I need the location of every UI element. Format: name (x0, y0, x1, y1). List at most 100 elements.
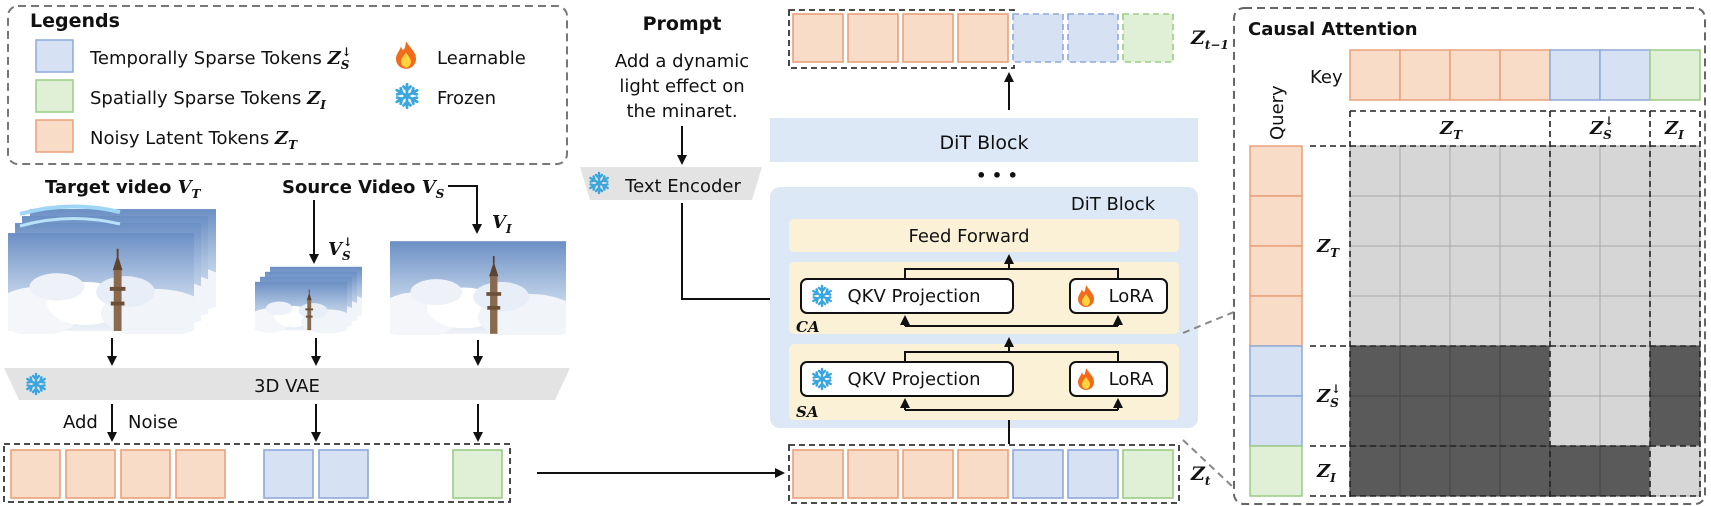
token-noisy (120, 449, 171, 499)
attention-cell (1349, 195, 1401, 247)
attention-frame (1233, 7, 1706, 505)
dit-stack: Zt−1 DiT Block • • • DiT Block Feed Forw… (770, 9, 1229, 504)
vs-down-label: VS↓ (328, 235, 353, 263)
attention-cell (1599, 195, 1651, 247)
attention-cell (1649, 395, 1701, 447)
attention-cell (1599, 245, 1651, 297)
token-temporal (1067, 13, 1119, 63)
legend-label-spatial: Spatially Sparse Tokens ZI (90, 88, 326, 112)
dit-block-main-label: DiT Block (1071, 194, 1156, 215)
token-temporal (318, 449, 369, 499)
token-noisy (175, 449, 226, 499)
query-token-temporal (1249, 345, 1303, 397)
input-token-sequence (3, 443, 511, 503)
qkv-ca-label: QKV Projection (847, 286, 980, 307)
key-token-temporal (1549, 49, 1601, 101)
attention-title: Causal Attention (1248, 19, 1418, 40)
ca-label: CA (796, 318, 820, 336)
attention-cell (1399, 445, 1451, 497)
text-encoder-label: Text Encoder (624, 176, 741, 197)
qkv-projection-sa (800, 361, 1014, 397)
attention-cell (1449, 395, 1501, 447)
col-label-zs: ZS↓ (1589, 114, 1614, 142)
attention-cell (1549, 195, 1601, 247)
dit-block-top-label: DiT Block (940, 132, 1029, 154)
attention-cell (1349, 395, 1401, 447)
attention-cell (1449, 345, 1501, 397)
token-noisy (65, 449, 116, 499)
dit-input-token-sequence (788, 444, 1180, 504)
attention-cell (1499, 195, 1551, 247)
attention-cell (1649, 195, 1701, 247)
flame-icon (396, 41, 416, 69)
prompt-line-1: Add a dynamic (615, 51, 749, 72)
row-label-zt: ZT (1316, 236, 1340, 260)
token-noisy (957, 13, 1009, 63)
query-token-noisy (1249, 245, 1303, 297)
attention-cell (1399, 195, 1451, 247)
attention-cell (1449, 245, 1501, 297)
attention-cell (1549, 245, 1601, 297)
snowflake-icon (395, 82, 419, 110)
key-token-noisy (1449, 49, 1501, 101)
key-token-noisy (1349, 49, 1401, 101)
token-spatial (1122, 13, 1174, 63)
lora-sa-label: LoRA (1109, 369, 1155, 390)
attention-cell (1399, 245, 1451, 297)
attention-cell (1499, 345, 1551, 397)
vae-label: 3D VAE (254, 376, 320, 397)
input-videos: Target video VT Source Video VS VS↓ (8, 177, 566, 366)
prompt-line-2: light effect on (619, 76, 744, 97)
attention-cell (1449, 295, 1501, 347)
query-label: Query (1267, 85, 1288, 140)
attention-cell (1349, 345, 1401, 397)
key-token-spatial (1649, 49, 1701, 101)
zt1-label: Zt−1 (1190, 27, 1229, 52)
legend-label-noisy: Noisy Latent Tokens ZT (90, 128, 298, 152)
attention-cell (1399, 345, 1451, 397)
attention-cell (1549, 295, 1601, 347)
target-video-frames (8, 204, 216, 334)
attention-cell (1499, 295, 1551, 347)
attention-cell (1399, 145, 1451, 197)
attention-cell (1549, 345, 1601, 397)
legend-label-temporal: Temporally Sparse Tokens ZS↓ (89, 45, 351, 72)
sa-label: SA (796, 403, 818, 421)
query-token-noisy (1249, 145, 1303, 197)
attention-cell (1349, 145, 1401, 197)
token-noisy (902, 13, 954, 63)
attention-cell (1349, 295, 1401, 347)
attention-cell (1349, 445, 1401, 497)
attention-cell (1599, 145, 1651, 197)
attention-cell (1449, 445, 1501, 497)
legend-swatch-spatial (35, 79, 74, 113)
legend-label-learnable: Learnable (437, 48, 526, 69)
attention-cell (1399, 295, 1451, 347)
row-label-zs: ZS↓ (1316, 382, 1341, 410)
legend-label-frozen: Frozen (437, 88, 496, 109)
feed-forward-label: Feed Forward (908, 226, 1029, 247)
vae-encoder: 3D VAE (4, 368, 570, 400)
token-temporal (1012, 13, 1064, 63)
token-temporal (1067, 449, 1119, 499)
query-token-temporal (1249, 395, 1303, 447)
noise-label: Noise (128, 412, 178, 433)
feed-forward-block (789, 219, 1179, 252)
row-label-zi: ZI (1316, 461, 1336, 485)
attention-cell (1549, 145, 1601, 197)
token-noisy (792, 13, 844, 63)
query-token-noisy (1249, 295, 1303, 347)
prompt-branch: Prompt Add a dynamic light effect on the… (580, 13, 799, 304)
attention-cell (1549, 395, 1601, 447)
token-noisy (847, 13, 899, 63)
attention-cell (1599, 445, 1651, 497)
token-noisy (10, 449, 61, 499)
query-token-noisy (1249, 195, 1303, 247)
token-noisy (902, 449, 954, 499)
attention-cell (1499, 395, 1551, 447)
token-noisy (792, 449, 844, 499)
key-token-temporal (1599, 49, 1651, 101)
